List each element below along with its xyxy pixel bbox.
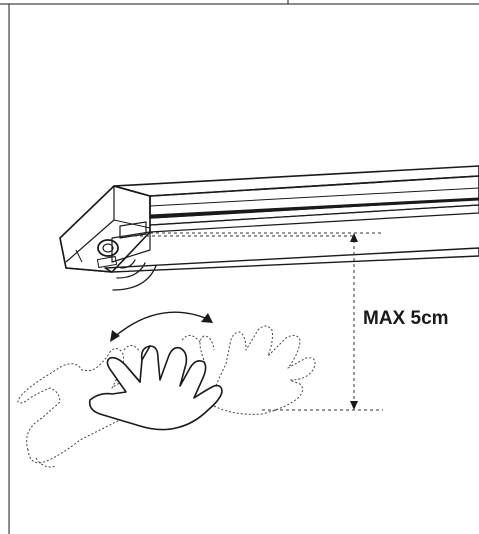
- led-bar-fixture: [59, 165, 479, 273]
- dimension-guides: [122, 232, 383, 411]
- hand-icon: [88, 345, 223, 431]
- motion-sensor-icon: [96, 239, 119, 269]
- arrowhead-right-icon: [201, 313, 213, 323]
- arrowhead-left-icon: [110, 330, 120, 342]
- finger-motion-lines: [123, 335, 201, 353]
- hand-ghost-left-icon: [17, 348, 151, 468]
- sensor-wave-icon: [112, 259, 157, 291]
- wave-gesture-arrow-icon: [112, 311, 211, 339]
- hand-ghost-right-icon: [199, 325, 316, 415]
- dimension-label: MAX 5cm: [363, 308, 449, 329]
- dimension-arrow-icon: [350, 233, 358, 410]
